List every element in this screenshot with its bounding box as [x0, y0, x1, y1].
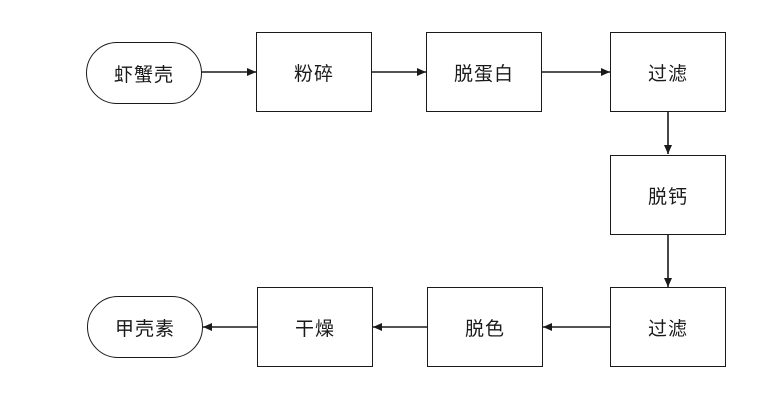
start-node-shrimp-crab-shell: 虾蟹壳: [86, 42, 202, 104]
step-decolorize: 脱色: [427, 287, 543, 367]
step-deproteinize: 脱蛋白: [426, 32, 542, 112]
step-decalcify: 脱钙: [610, 155, 726, 235]
step-crush: 粉碎: [256, 32, 372, 112]
step-filter-2: 过滤: [610, 287, 726, 367]
end-node-chitin: 甲壳素: [87, 296, 203, 358]
step-filter-1: 过滤: [610, 32, 726, 112]
step-dry: 干燥: [257, 287, 373, 367]
